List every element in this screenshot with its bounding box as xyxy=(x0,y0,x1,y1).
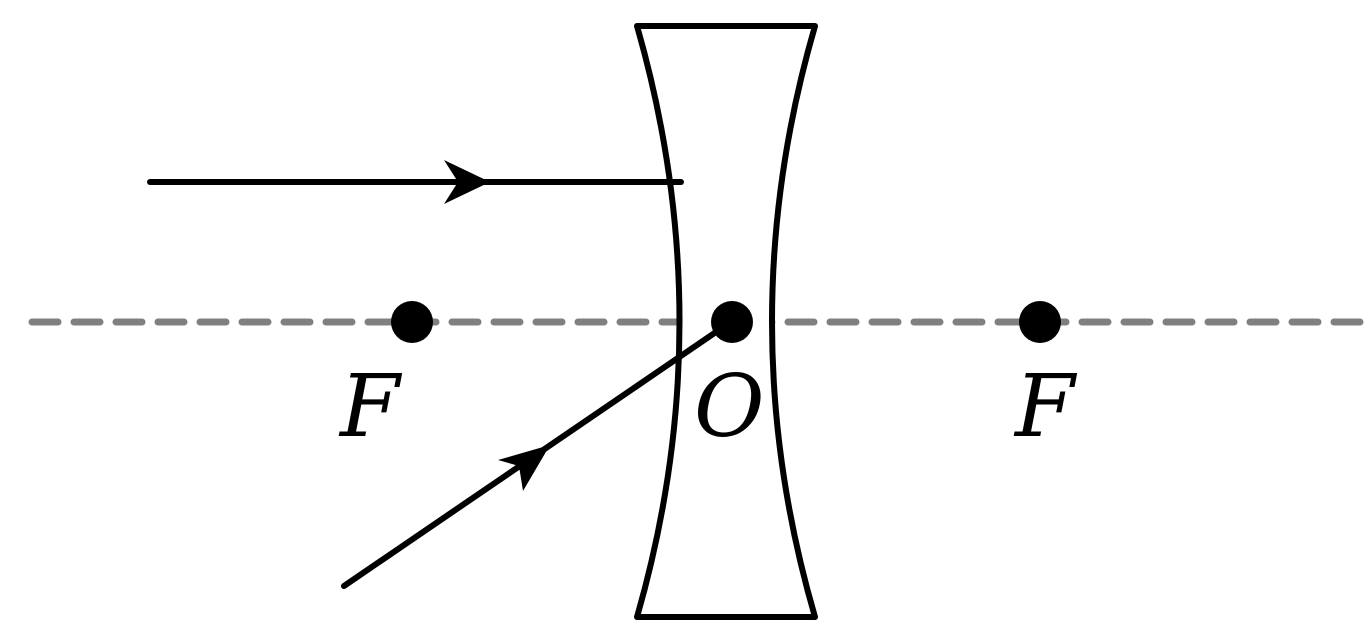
left-focal-point xyxy=(391,301,433,343)
oblique-ray-arrowhead xyxy=(498,445,550,491)
right-focus-label: F xyxy=(1013,357,1078,457)
right-focal-point xyxy=(1019,301,1061,343)
optical-center-label: O xyxy=(694,357,765,457)
optical-center-point xyxy=(711,301,753,343)
left-focus-label: F xyxy=(338,357,403,457)
parallel-ray-arrowhead xyxy=(444,160,490,204)
